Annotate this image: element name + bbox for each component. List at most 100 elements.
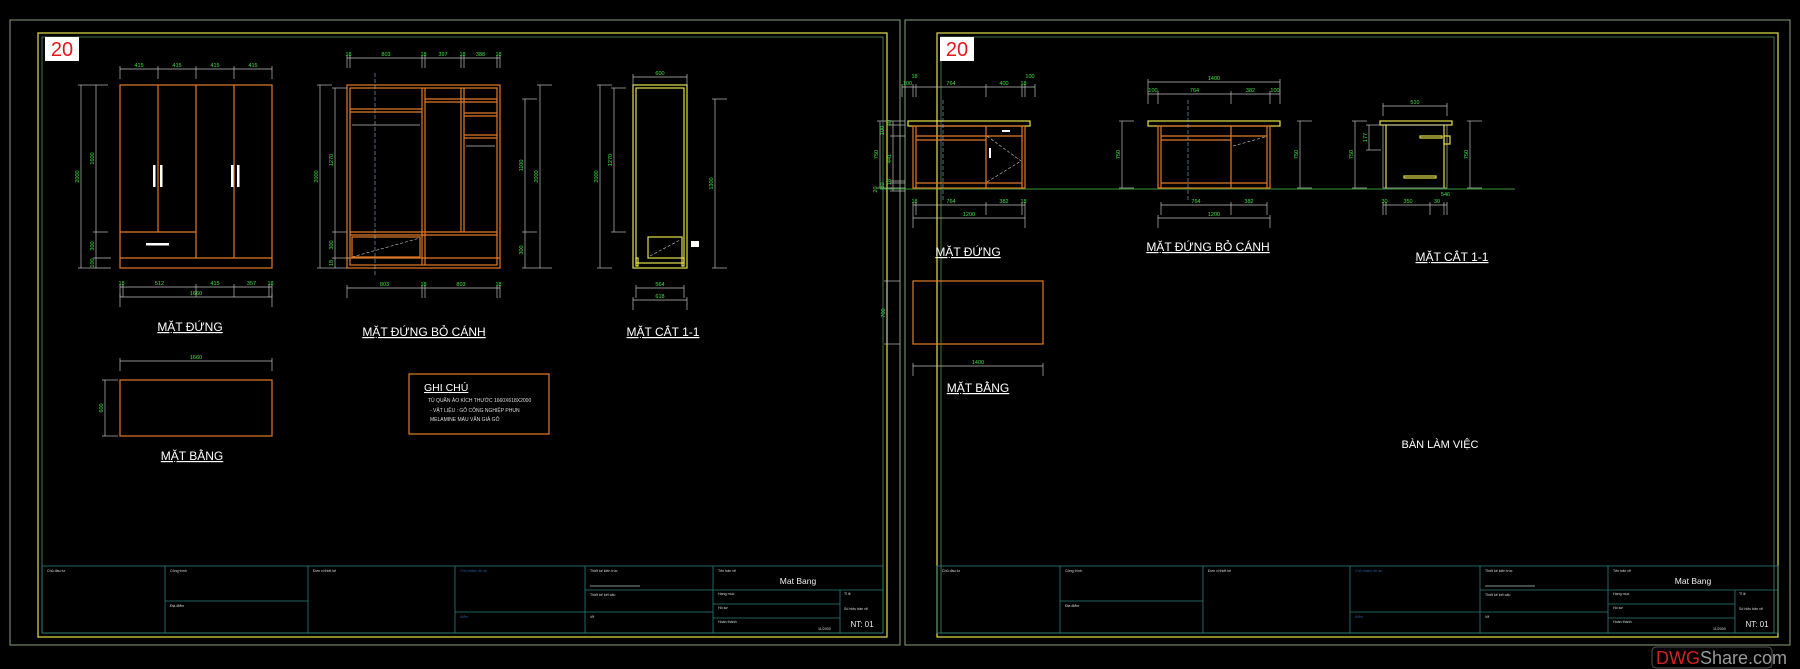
dimension-label: 1300	[709, 177, 715, 189]
dimension-label: 18	[329, 260, 335, 266]
dimension-label: 300	[329, 240, 335, 249]
sheet-number-code: NT: 01	[1745, 620, 1769, 629]
dimension-label: 700	[881, 308, 887, 317]
line	[986, 160, 1022, 183]
dimension-label: 30	[1434, 199, 1440, 205]
dimension-label: 18	[1020, 199, 1026, 205]
dimension-label: 1400	[1208, 76, 1220, 82]
drawer-handle-icon	[146, 243, 169, 246]
view-title: MẶT BẰNG	[947, 380, 1009, 395]
dimension-label: 803	[380, 282, 389, 288]
dimension-label: 18	[887, 179, 893, 185]
dimension-label: 18	[345, 52, 351, 58]
dimension-label: 803	[456, 282, 465, 288]
dimension-label: 2000	[314, 170, 320, 182]
dimension-label: 382	[1244, 199, 1253, 205]
dimension-label: 750	[1116, 150, 1122, 159]
dimension-label: 2000	[75, 170, 81, 182]
drawing-name: Mat Bang	[780, 576, 817, 586]
view-title: MẶT BẰNG	[161, 448, 223, 463]
door-handle-icon	[237, 165, 240, 187]
dimension-label: 415	[172, 63, 181, 69]
door-handle-icon	[160, 165, 163, 187]
rail-outline	[1403, 175, 1437, 179]
dimension-label: 1200	[963, 212, 975, 218]
dimension-label: 100	[1025, 74, 1034, 80]
title-block-label: Chủ nhiệm đồ án	[460, 569, 487, 573]
dimension-label: 510	[1410, 100, 1419, 106]
dimension-label: 18	[118, 281, 124, 287]
dimension-label: 750	[1464, 150, 1470, 159]
title-block-label: Thiết kế kiến trúc	[1485, 569, 1513, 573]
dimension-label: 397	[438, 52, 447, 58]
dimension-label: 441	[887, 154, 893, 163]
title-block-label: Địa điểm	[170, 604, 184, 608]
dimension-label: 18	[459, 52, 465, 58]
outline	[632, 84, 688, 269]
title-block-label: Công trình	[1065, 569, 1082, 573]
title-block-label: Hoàn thành	[1613, 620, 1632, 624]
sheet-number-box	[45, 37, 79, 61]
dimension-label: 1600	[90, 152, 96, 164]
dimension-label: 764	[946, 81, 955, 87]
line	[649, 239, 681, 257]
wardrobe-front-view	[119, 84, 273, 269]
dimension-label: 100	[880, 126, 886, 135]
dimension-label: 20	[873, 186, 879, 192]
view-title: MẶT ĐỨNG	[935, 244, 1000, 259]
outline	[1382, 124, 1448, 189]
title-block-label: Vẽ	[1485, 615, 1489, 619]
dimension-label: 618	[655, 294, 664, 300]
title-block-label: Số hiệu bản vẽ	[1739, 607, 1763, 611]
notes-line: - VẬT LIỆU : GỖ CÔNG NGHIỆP PHUN	[430, 406, 520, 414]
dimension-label: 18	[420, 282, 426, 288]
title-block-label: Đơn vị thiết kế	[313, 569, 336, 573]
line	[1232, 136, 1266, 147]
completion-date: 11/2000	[818, 627, 831, 631]
view-title: MẶT ĐỨNG	[157, 319, 222, 334]
title-block-border	[41, 565, 884, 634]
dimension-label: 415	[210, 63, 219, 69]
dimension-label: 1660	[190, 355, 202, 361]
dimension-label: 1270	[608, 154, 614, 166]
title-block-label: Hoàn thành	[718, 620, 737, 624]
title-block-label: Địa điểm	[1065, 604, 1079, 608]
view-title: MẶT ĐỨNG BỎ CÁNH	[1146, 239, 1269, 254]
dimension-label: 18	[1020, 81, 1026, 87]
dimension-label: 30	[1381, 199, 1387, 205]
outline	[912, 125, 1026, 189]
title-block-label: Tỉ lệ	[1739, 592, 1746, 596]
title-block-label: Số hiệu bản vẽ	[844, 607, 868, 611]
sheet-frame	[936, 32, 1779, 638]
dimension-label: 415	[134, 63, 143, 69]
drawer-handle-icon	[1002, 130, 1010, 132]
dimension-label: 388	[476, 52, 485, 58]
dimension-label: 100	[1148, 88, 1157, 94]
dimension-label: 415	[210, 281, 219, 287]
dimension-label: 18	[911, 74, 917, 80]
dimension-label: 600	[99, 403, 105, 412]
dimension-label: 382	[999, 199, 1008, 205]
title-block-label: Hạng mục	[1613, 592, 1630, 596]
dimension-label: 750	[1349, 150, 1355, 159]
sheet-outer-border	[9, 19, 901, 646]
title-block-label: Hạng mục	[718, 592, 735, 596]
dimension-label: 1400	[972, 360, 984, 366]
dimension-label: 40	[887, 120, 893, 126]
title-block-label: Vẽ	[590, 615, 594, 619]
dimension-label: 546	[1441, 192, 1450, 198]
dimension-label: 512	[155, 281, 164, 287]
view-title: MẶT ĐỨNG BỎ CÁNH	[362, 324, 485, 339]
title-block-label: Đơn vị thiết kế	[1208, 569, 1231, 573]
notes-border	[408, 373, 550, 435]
outline	[346, 84, 501, 269]
outline	[635, 257, 639, 267]
dimension-label: 80	[880, 182, 886, 188]
drawer-handle-icon	[691, 241, 699, 247]
dimension-label: 2000	[534, 170, 540, 182]
